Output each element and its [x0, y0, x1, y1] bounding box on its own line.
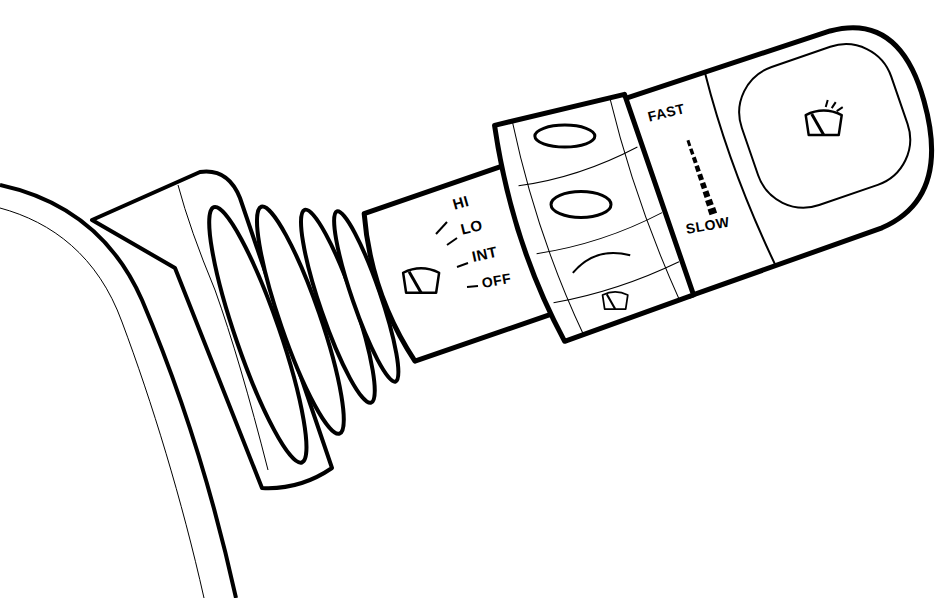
- washer-button: [726, 31, 923, 220]
- speed-scale: [700, 182, 707, 189]
- wiper-icon: [603, 292, 628, 309]
- grip-oval: [551, 192, 611, 218]
- wiper-icon: [403, 268, 439, 293]
- speed-scale: [695, 165, 701, 172]
- position-tick: [457, 263, 468, 267]
- tip-separator: [702, 73, 775, 267]
- position-tick: [467, 286, 478, 287]
- position-tick: [436, 222, 447, 234]
- position-tick: [447, 238, 457, 245]
- stalk: [193, 0, 947, 470]
- grip-oval: [570, 245, 630, 274]
- setting-label: INT: [470, 244, 498, 264]
- setting-label: HI: [451, 193, 471, 212]
- setting-label: OFF: [481, 271, 512, 290]
- ring-edge: [605, 97, 679, 301]
- speed-scale: [689, 148, 694, 155]
- speed-label: SLOW: [685, 214, 731, 235]
- speed-scale: [703, 190, 711, 198]
- speed-scale: [705, 199, 714, 207]
- speed-scale: [692, 157, 698, 164]
- ring-groove: [537, 211, 664, 260]
- speed-scale: [686, 140, 691, 147]
- speed-label: FAST: [646, 101, 686, 124]
- grip-oval: [535, 125, 595, 147]
- setting-label: LO: [459, 217, 484, 237]
- ring-groove: [519, 145, 639, 192]
- ring-groove: [554, 260, 681, 308]
- ring-edge: [505, 122, 585, 336]
- speed-scale: [708, 207, 718, 215]
- speed-scale: [697, 173, 704, 180]
- washer-icon: [806, 100, 843, 135]
- rotary-ring: [483, 82, 694, 344]
